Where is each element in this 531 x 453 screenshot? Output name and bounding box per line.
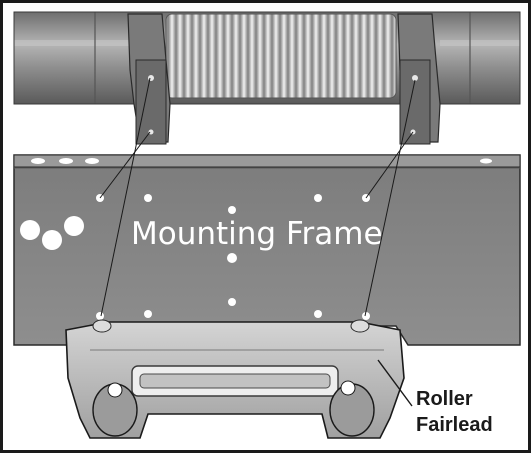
roller-fairlead-label-line2: Fairlead	[416, 414, 493, 436]
roller-fairlead	[65, 319, 405, 439]
right-drum-bracket	[397, 13, 441, 145]
left-drum-bracket	[127, 13, 171, 145]
mounting-frame-label: Mounting Frame	[131, 216, 383, 252]
alignment-lines	[99, 77, 416, 317]
fairlead-leader-line	[377, 359, 413, 407]
cable-coil	[165, 13, 397, 99]
roller-fairlead-label-line1: Roller	[416, 388, 473, 410]
mounting-frame-plate: Mounting Frame	[13, 154, 521, 346]
